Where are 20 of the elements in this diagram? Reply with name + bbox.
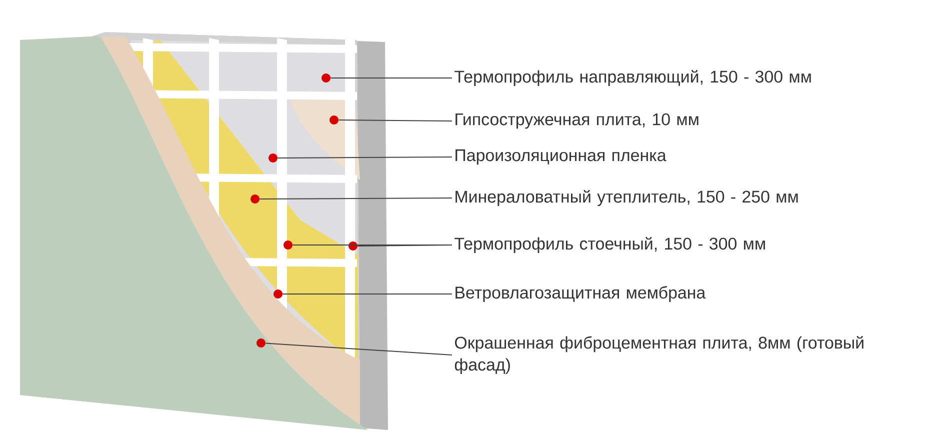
part-label: Термопрофиль направляющий, 150 - 300 мм	[454, 70, 811, 86]
marker-dot	[268, 154, 278, 162]
marker-dot	[274, 290, 282, 298]
leader-line	[259, 198, 452, 200]
leader-line	[357, 244, 452, 246]
part-label: Минераловатный утеплитель, 150 - 250 мм	[456, 190, 798, 206]
marker-dot	[250, 194, 260, 204]
marker-dot	[256, 338, 266, 348]
part-label: Гипсостружечная плита, 10 мм	[456, 113, 698, 129]
marker-dot	[348, 242, 358, 250]
marker-dot	[330, 116, 338, 124]
part-label: Пароизоляционная пленка	[456, 149, 666, 165]
leader-line	[338, 120, 452, 122]
leader-line	[277, 156, 452, 158]
marker-dot	[322, 74, 330, 82]
part-label: Ветровлагозащитная мембрана	[456, 286, 706, 302]
part-label: Термопрофиль стоечный, 150 - 300 мм	[454, 236, 765, 254]
marker-dot	[284, 240, 292, 250]
leader-line	[265, 342, 452, 356]
part-label: Окрашенная фиброцементная плита, 8мм (готовый фасад)	[454, 336, 864, 374]
